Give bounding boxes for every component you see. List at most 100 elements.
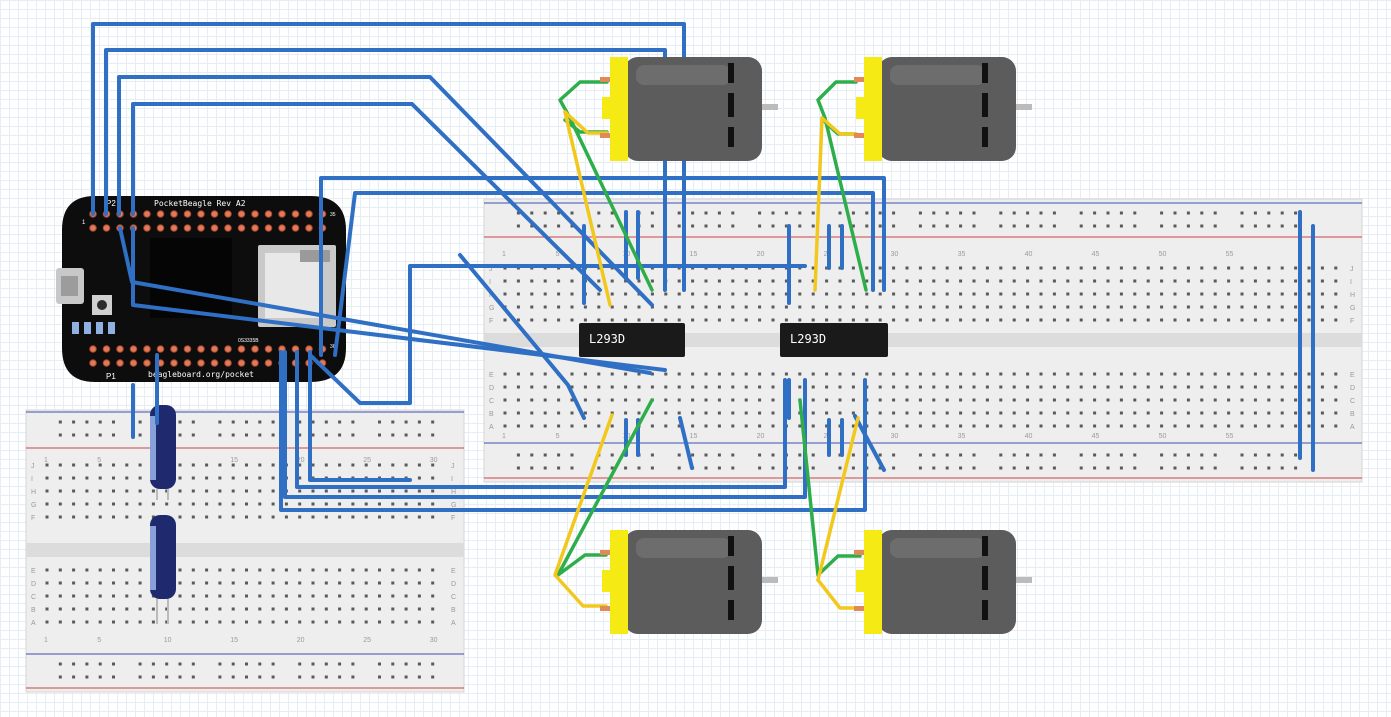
breadboard-hole bbox=[1160, 424, 1164, 428]
breadboard-hole bbox=[1320, 411, 1324, 415]
row-letter: F bbox=[1350, 318, 1354, 325]
breadboard-hole bbox=[404, 502, 408, 506]
breadboard-hole bbox=[45, 476, 49, 480]
breadboard-hole bbox=[744, 424, 748, 428]
rail-hole bbox=[1052, 211, 1056, 215]
breadboard-hole bbox=[610, 318, 614, 322]
breadboard-hole bbox=[404, 607, 408, 611]
breadboard-hole bbox=[1106, 398, 1110, 402]
breadboard-hole bbox=[677, 424, 681, 428]
breadboard-hole bbox=[1240, 411, 1244, 415]
row-letter: G bbox=[1350, 305, 1355, 312]
header-pin bbox=[170, 224, 178, 232]
breadboard-hole bbox=[1307, 424, 1311, 428]
row-letter: C bbox=[489, 398, 494, 405]
header-pin bbox=[264, 224, 273, 232]
breadboard-hole bbox=[191, 607, 195, 611]
rail-hole bbox=[72, 675, 76, 679]
breadboard-hole bbox=[597, 292, 601, 296]
rail-hole bbox=[245, 420, 248, 424]
breadboard-hole bbox=[364, 607, 368, 611]
rail-hole bbox=[516, 466, 520, 470]
breadboard-hole bbox=[218, 581, 222, 585]
rail-hole bbox=[1294, 211, 1298, 215]
breadboard-hole bbox=[892, 424, 896, 428]
header-pin bbox=[143, 345, 151, 353]
breadboard-hole bbox=[999, 305, 1003, 309]
breadboard-hole bbox=[1213, 292, 1217, 296]
rail-hole bbox=[543, 211, 547, 215]
breadboard-hole bbox=[1133, 385, 1137, 389]
rail-hole bbox=[378, 662, 381, 666]
breadboard-hole bbox=[1267, 424, 1271, 428]
rail-hole bbox=[1294, 466, 1298, 470]
rail-hole bbox=[72, 433, 76, 437]
breadboard-hole bbox=[557, 398, 561, 402]
row-letter: G bbox=[489, 305, 494, 312]
breadboard-hole bbox=[258, 607, 262, 611]
breadboard-hole bbox=[1079, 266, 1083, 270]
breadboard-hole bbox=[284, 515, 288, 519]
breadboard-hole bbox=[1133, 398, 1137, 402]
breadboard-hole bbox=[1307, 385, 1311, 389]
rail-hole bbox=[557, 453, 561, 457]
breadboard-hole bbox=[151, 515, 155, 519]
rail-hole bbox=[338, 420, 342, 424]
rail-hole bbox=[570, 211, 574, 215]
breadboard-hole bbox=[570, 424, 574, 428]
header-pin bbox=[89, 359, 97, 367]
rail-hole bbox=[1039, 211, 1043, 215]
breadboard-hole bbox=[731, 279, 735, 283]
rail-hole bbox=[1119, 211, 1123, 215]
breadboard-hole bbox=[798, 279, 802, 283]
breadboard-hole bbox=[543, 424, 547, 428]
breadboard-hole bbox=[784, 318, 788, 322]
breadboard-hole bbox=[892, 372, 896, 376]
breadboard-hole bbox=[744, 372, 748, 376]
rail-hole bbox=[1093, 453, 1097, 457]
breadboard-hole bbox=[1240, 372, 1244, 376]
breadboard-hole bbox=[972, 305, 976, 309]
breadboard-hole bbox=[1240, 279, 1244, 283]
breadboard-hole bbox=[218, 568, 222, 572]
breadboard-hole bbox=[338, 568, 342, 572]
breadboard-hole bbox=[351, 489, 355, 493]
breadboard-hole bbox=[610, 385, 614, 389]
breadboard-hole bbox=[959, 372, 963, 376]
breadboard-hole bbox=[610, 305, 614, 309]
breadboard-hole bbox=[985, 372, 989, 376]
breadboard-hole bbox=[378, 594, 381, 598]
breadboard-hole bbox=[1334, 372, 1338, 376]
rail-hole bbox=[151, 675, 155, 679]
breadboard-hole bbox=[731, 424, 735, 428]
breadboard-hole bbox=[1173, 266, 1177, 270]
breadboard-hole bbox=[1200, 305, 1204, 309]
breadboard-hole bbox=[650, 372, 654, 376]
rail-hole bbox=[1213, 211, 1217, 215]
rail-hole bbox=[391, 420, 395, 424]
breadboard-hole bbox=[1253, 292, 1257, 296]
breadboard-hole bbox=[178, 594, 182, 598]
column-number: 30 bbox=[430, 457, 438, 464]
rail-hole bbox=[945, 211, 949, 215]
electrolytic-capacitor-icon bbox=[150, 405, 176, 500]
breadboard-hole bbox=[298, 594, 302, 598]
breadboard-hole bbox=[1119, 292, 1123, 296]
header-pin bbox=[129, 359, 138, 367]
breadboard-hole bbox=[972, 292, 976, 296]
breadboard-hole bbox=[624, 398, 628, 402]
breadboard-hole bbox=[945, 385, 949, 389]
breadboard-hole bbox=[45, 515, 49, 519]
breadboard-hole bbox=[1119, 266, 1123, 270]
header-pin bbox=[197, 210, 205, 218]
rail-hole bbox=[999, 211, 1003, 215]
breadboard-hole bbox=[1160, 292, 1164, 296]
breadboard-hole bbox=[364, 502, 368, 506]
breadboard-hole bbox=[391, 515, 395, 519]
rail-hole bbox=[1280, 466, 1284, 470]
breadboard-hole bbox=[1052, 398, 1056, 402]
breadboard-hole bbox=[1039, 305, 1043, 309]
breadboard-hole bbox=[1066, 318, 1070, 322]
rail-hole bbox=[543, 466, 547, 470]
rail-hole bbox=[112, 433, 115, 437]
